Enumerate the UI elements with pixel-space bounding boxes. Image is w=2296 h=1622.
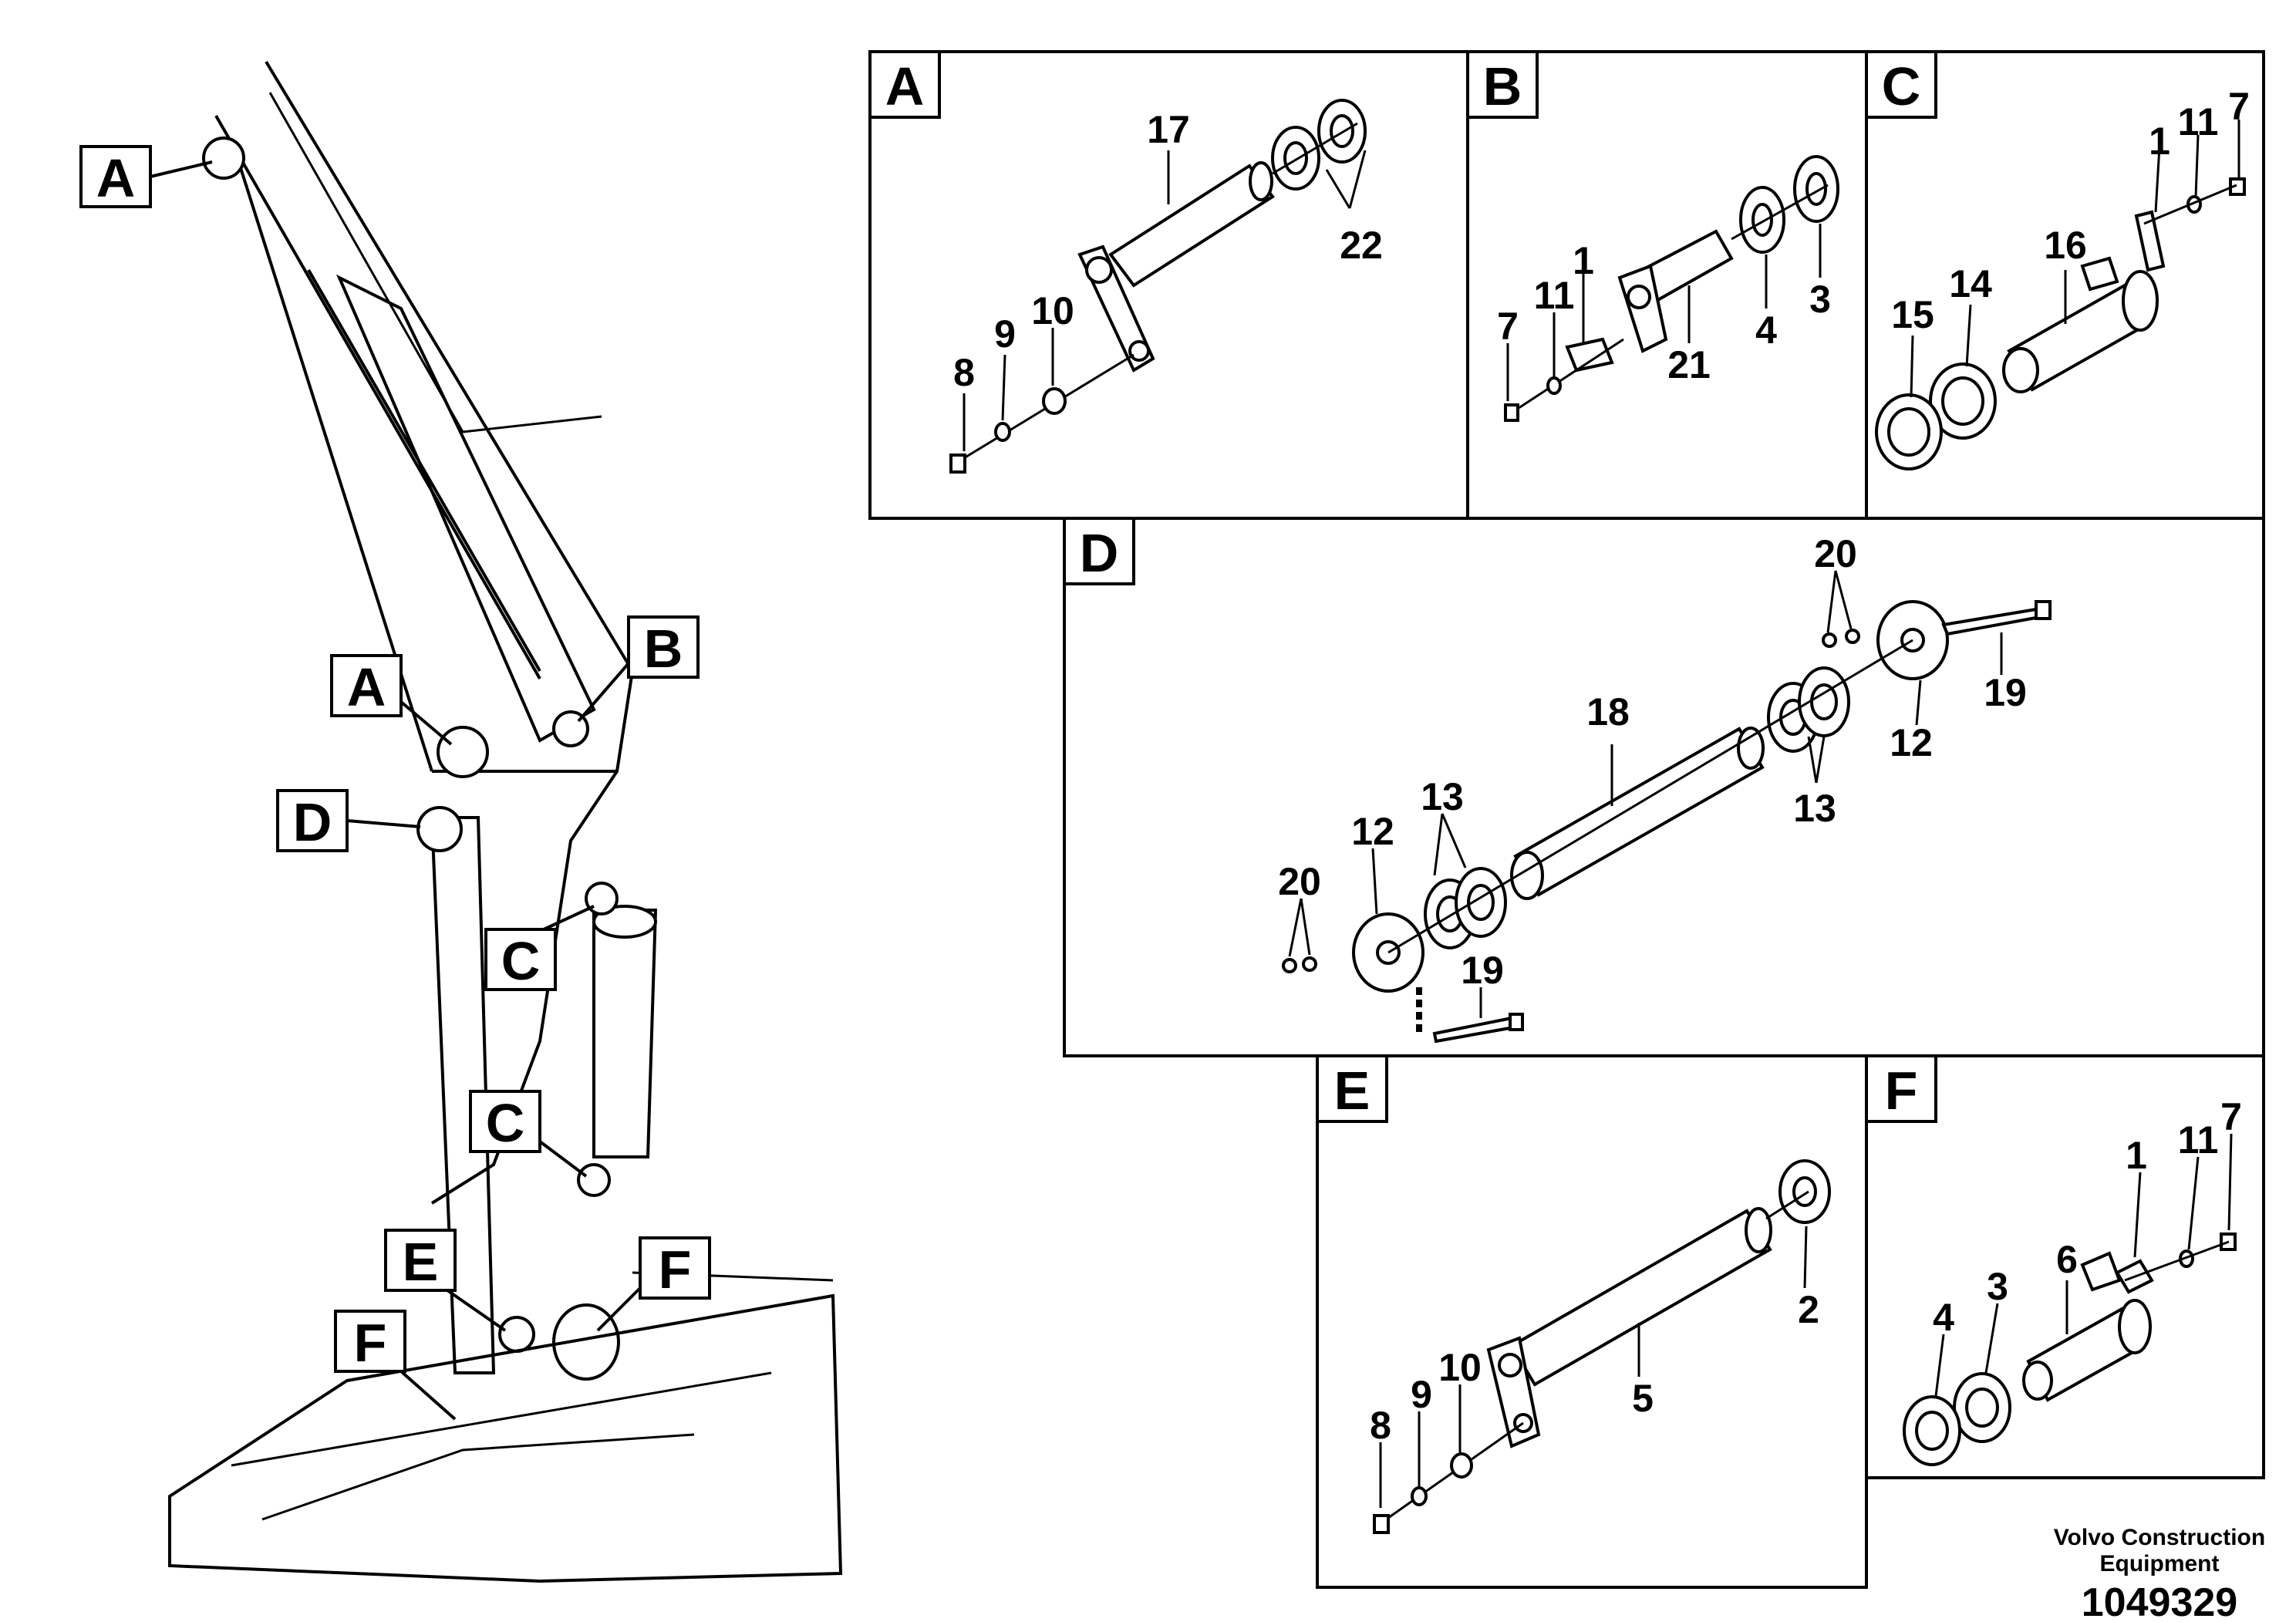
label-19: 19 — [1984, 671, 2027, 714]
label-1: 1 — [1573, 239, 1594, 282]
svg-text:C: C — [501, 931, 541, 991]
label-2: 2 — [1798, 1288, 1819, 1331]
callout-B[interactable]: B — [577, 615, 700, 723]
panel-D-title: D — [1080, 523, 1119, 583]
label-18: 18 — [1586, 690, 1630, 733]
label-11: 11 — [1534, 274, 1575, 317]
label-15: 15 — [1891, 293, 1934, 336]
callout-C-lower[interactable]: C — [469, 1090, 588, 1178]
company-line-2: Equipment — [2100, 1551, 2220, 1576]
label-11: 11 — [2178, 1118, 2219, 1162]
label-10: 10 — [1438, 1346, 1482, 1389]
label-5: 5 — [1632, 1377, 1654, 1420]
label-8: 8 — [953, 351, 975, 394]
callout-C-upper[interactable]: C — [484, 905, 595, 991]
label-21: 21 — [1667, 343, 1711, 386]
svg-text:B: B — [644, 619, 683, 679]
callout-F-left[interactable]: F — [334, 1310, 457, 1421]
callout-E[interactable]: E — [384, 1229, 507, 1332]
panel-A: A 17 22 8 9 10 — [868, 50, 1383, 474]
svg-text:A: A — [96, 148, 136, 208]
panel-D: D — [1063, 517, 2052, 1044]
panel-F: F 1 11 7 6 3 4 — [1865, 1054, 2242, 1466]
label-10: 10 — [1031, 289, 1074, 332]
label-16: 16 — [2044, 224, 2087, 267]
label-4: 4 — [1933, 1296, 1954, 1339]
panel-F-title: F — [1885, 1061, 1918, 1121]
callout-D[interactable]: D — [276, 789, 421, 852]
label-6: 6 — [2056, 1238, 2078, 1281]
panel-E-title: E — [1334, 1061, 1371, 1121]
label-12: 12 — [1351, 810, 1394, 853]
svg-text:A: A — [347, 657, 386, 717]
panel-C: C 1 11 7 16 14 15 — [1865, 50, 2250, 470]
overview-callouts: A B A D C C E — [79, 145, 711, 1421]
svg-text:E: E — [403, 1232, 439, 1292]
detail-frame — [868, 50, 2265, 1589]
label-7: 7 — [2228, 85, 2250, 128]
callout-A-top[interactable]: A — [79, 145, 213, 208]
label-11: 11 — [2178, 100, 2219, 143]
label-14: 14 — [1949, 262, 1992, 305]
svg-text:D: D — [293, 792, 332, 852]
panel-B-title: B — [1483, 56, 1522, 116]
label-13: 13 — [1793, 787, 1836, 830]
footer: Volvo Construction Equipment 1049329 — [2054, 1525, 2265, 1622]
label-12: 12 — [1890, 721, 1933, 764]
panel-A-title: A — [885, 56, 925, 116]
label-8: 8 — [1370, 1404, 1391, 1447]
callout-F-right[interactable]: F — [596, 1236, 711, 1332]
panel-B: B 1 7 11 21 4 3 — [1466, 50, 1839, 422]
label-1: 1 — [2126, 1134, 2147, 1177]
panel-E: E 2 5 8 9 10 — [1316, 1054, 1831, 1534]
label-22: 22 — [1340, 224, 1383, 267]
label-9: 9 — [1411, 1373, 1432, 1416]
svg-text:F: F — [659, 1239, 692, 1300]
company-line-1: Volvo Construction — [2054, 1525, 2265, 1550]
label-3: 3 — [1809, 278, 1831, 321]
label-19: 19 — [1461, 949, 1504, 992]
label-4: 4 — [1755, 309, 1777, 352]
svg-text:C: C — [486, 1093, 525, 1153]
label-13: 13 — [1421, 775, 1464, 818]
callout-A-middle[interactable]: A — [330, 654, 453, 746]
document-number: 1049329 — [2082, 1580, 2237, 1622]
label-7: 7 — [1497, 305, 1519, 348]
panel-C-title: C — [1882, 56, 1921, 116]
label-20: 20 — [1814, 532, 1857, 575]
label-7: 7 — [2220, 1095, 2242, 1138]
label-17: 17 — [1147, 108, 1190, 151]
label-3: 3 — [1987, 1265, 2008, 1308]
label-9: 9 — [994, 312, 1016, 356]
machine-overview — [168, 60, 843, 1583]
label-1: 1 — [2149, 120, 2170, 163]
svg-text:F: F — [354, 1313, 387, 1373]
label-20: 20 — [1278, 860, 1321, 903]
